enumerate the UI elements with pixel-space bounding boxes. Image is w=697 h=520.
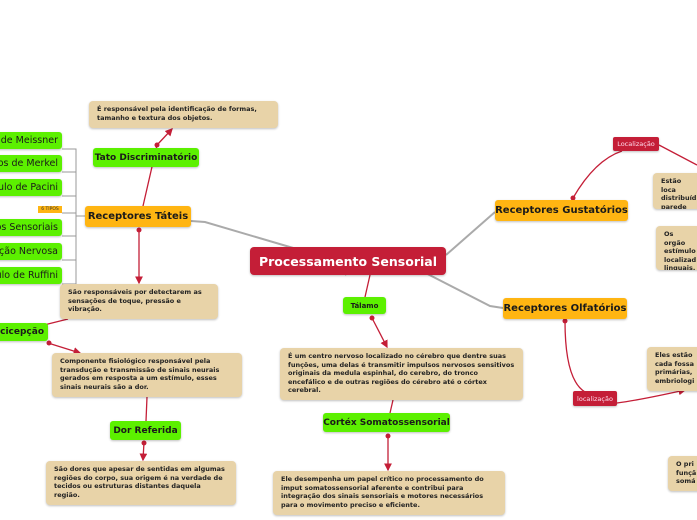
tipo-sensoriais[interactable]: os Sensoriais: [0, 219, 62, 236]
tato-note[interactable]: É responsável pela identificação de form…: [89, 101, 278, 128]
cortex-note[interactable]: Ele desempenha um papel crítico no proce…: [273, 471, 505, 515]
olfatorios-note-2[interactable]: O pri funçã somá: [668, 456, 697, 491]
gustatorios-note-2[interactable]: Os orgão estímulo localizad linguais.: [656, 226, 697, 270]
olfatorios-note-1[interactable]: Eles estão cada fossa primárias, embriol…: [647, 347, 697, 391]
tipos-label: 6 TIPOS: [38, 206, 62, 213]
receptores-gustatorios-node[interactable]: Receptores Gustatórios: [495, 200, 628, 221]
dor-referida-node[interactable]: Dor Referida: [110, 421, 181, 440]
receptores-olfatorios-node[interactable]: Receptores Olfatórios: [503, 298, 627, 319]
tipo-ruffini[interactable]: ulo de Ruffini: [0, 267, 62, 284]
tipo-merkel[interactable]: cos de Merkel: [0, 155, 62, 172]
tipo-meissner[interactable]: o de Meissner: [0, 132, 62, 149]
cortex-node[interactable]: Cortéx Somatossensorial: [323, 413, 450, 432]
gustatorios-note-1[interactable]: Estão loca distribuíd parede pe: [653, 173, 697, 209]
central-topic[interactable]: Processamento Sensorial: [250, 247, 446, 275]
talamo-note[interactable]: É um centro nervoso localizado no cérebr…: [280, 348, 523, 400]
olfatorios-localizacao-tag[interactable]: localização: [573, 391, 617, 406]
dor-referida-note[interactable]: São dores que apesar de sentidas em algu…: [46, 461, 236, 505]
gustatorios-localizacao-tag[interactable]: Localização: [613, 137, 659, 151]
tato-discriminatorio-node[interactable]: Tato Discriminatório: [93, 148, 199, 167]
nocicepcao-node[interactable]: ocicepção: [0, 323, 48, 341]
tipo-nervosa[interactable]: ação Nervosa: [0, 243, 62, 260]
talamo-node[interactable]: Tálamo: [343, 297, 386, 314]
tateis-note[interactable]: São responsáveis por detectarem as sensa…: [60, 284, 218, 319]
nocicepcao-note[interactable]: Componente fisiológico responsável pela …: [52, 353, 242, 397]
tipo-pacini[interactable]: culo de Pacini: [0, 179, 62, 196]
receptores-tateis-node[interactable]: Receptores Táteis: [85, 206, 191, 227]
